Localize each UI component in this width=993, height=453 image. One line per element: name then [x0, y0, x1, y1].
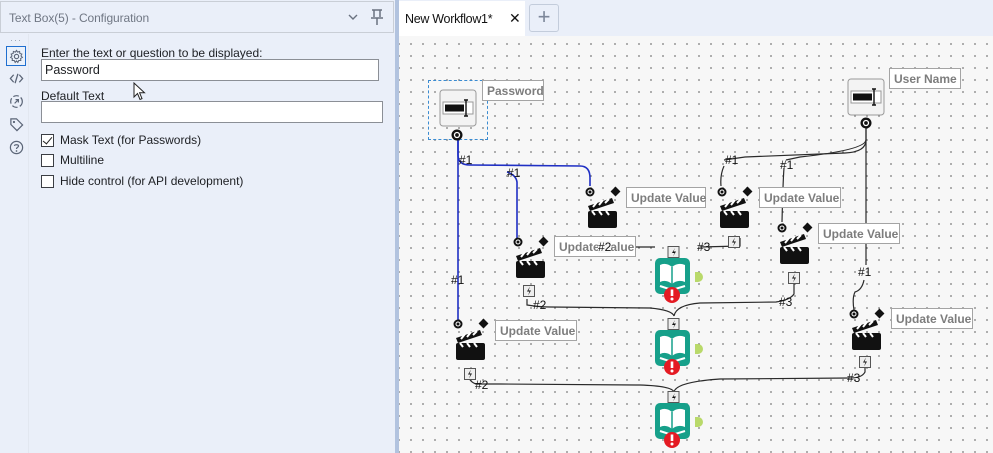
connection-label: #1: [780, 158, 794, 172]
config-header: Text Box(5) - Configuration: [0, 1, 394, 33]
text-box-tool-password[interactable]: [439, 89, 477, 127]
code-icon[interactable]: [6, 68, 26, 88]
prompt-input[interactable]: [41, 59, 379, 81]
action-anchor-icon[interactable]: [788, 271, 800, 284]
hide-control-checkbox[interactable]: [41, 174, 54, 188]
question-anchor-icon[interactable]: [451, 128, 463, 141]
connection-label: #1: [459, 153, 473, 167]
action-tool-1[interactable]: [584, 186, 630, 230]
annotation-action-5: Update Value: [818, 223, 900, 244]
tab-new-workflow1[interactable]: New Workflow1* ✕: [399, 1, 525, 36]
annotation-action-6: Update Value: [891, 308, 973, 329]
tab-label: New Workflow1*: [405, 12, 493, 26]
connection-label: #1: [507, 166, 521, 180]
mouse-cursor-icon: [133, 82, 146, 101]
config-side-toolbar: ···: [0, 34, 29, 453]
close-icon[interactable]: ✕: [509, 10, 521, 26]
action-anchor-icon[interactable]: [728, 235, 740, 248]
annotation-password: Password: [482, 80, 544, 101]
document-tool-1[interactable]: [652, 246, 704, 306]
prompt-label: Enter the text or question to be display…: [41, 46, 263, 60]
output-icon[interactable]: [6, 91, 26, 111]
connection-label: #3: [779, 295, 793, 309]
add-tab-button[interactable]: +: [529, 4, 559, 32]
action-anchor-icon[interactable]: [859, 355, 871, 368]
mask-text-label: Mask Text (for Passwords): [60, 133, 202, 147]
pin-icon[interactable]: [369, 8, 385, 26]
action-tool-3[interactable]: [716, 186, 762, 230]
hide-control-label: Hide control (for API development): [60, 174, 244, 188]
annotation-username: User Name: [889, 68, 961, 89]
more-dots-icon[interactable]: ···: [10, 35, 22, 45]
connection-label: #2: [533, 298, 547, 312]
multiline-checkbox[interactable]: [41, 153, 54, 167]
action-tool-5[interactable]: [776, 222, 822, 266]
connection-label: #1: [725, 153, 739, 167]
connection-label: #3: [697, 240, 711, 254]
mask-text-checkbox-row[interactable]: Mask Text (for Passwords): [41, 132, 201, 148]
connection-label: #1: [451, 273, 465, 287]
default-text-input[interactable]: [41, 101, 383, 123]
action-anchor-icon[interactable]: [523, 284, 535, 297]
connection-label: #3: [847, 371, 861, 385]
annotation-action-3: Update Value: [759, 187, 841, 208]
annotation-action-2: Update Value: [554, 236, 636, 257]
action-anchor-icon[interactable]: [464, 367, 476, 380]
hide-control-checkbox-row[interactable]: Hide control (for API development): [41, 173, 243, 189]
chevron-down-icon[interactable]: [346, 10, 360, 24]
annotation-action-1: Update Value: [626, 187, 706, 208]
tag-icon[interactable]: [6, 114, 26, 134]
panel-splitter[interactable]: [395, 0, 399, 453]
mask-text-checkbox[interactable]: [41, 133, 54, 147]
multiline-label: Multiline: [60, 153, 105, 167]
connection-label: #2: [475, 378, 489, 392]
document-tool-2[interactable]: [652, 318, 704, 378]
connection-label: #2: [598, 240, 612, 254]
configuration-panel: Text Box(5) - Configuration ···: [0, 0, 395, 453]
default-text-label: Default Text: [41, 89, 105, 103]
document-tool-3[interactable]: [652, 391, 704, 451]
gear-icon[interactable]: [6, 46, 26, 66]
action-tool-2[interactable]: [512, 236, 558, 280]
connection-label: #1: [858, 265, 872, 279]
text-box-tool-username[interactable]: [847, 78, 885, 116]
multiline-checkbox-row[interactable]: Multiline: [41, 152, 104, 168]
action-tool-4[interactable]: [452, 318, 498, 362]
question-anchor-icon[interactable]: [860, 116, 872, 129]
annotation-action-4: Update Value: [495, 320, 577, 341]
config-title: Text Box(5) - Configuration: [9, 11, 150, 25]
workflow-tab-bar: New Workflow1* ✕ +: [399, 0, 993, 36]
action-tool-6[interactable]: [848, 308, 894, 352]
help-icon[interactable]: [6, 137, 26, 157]
